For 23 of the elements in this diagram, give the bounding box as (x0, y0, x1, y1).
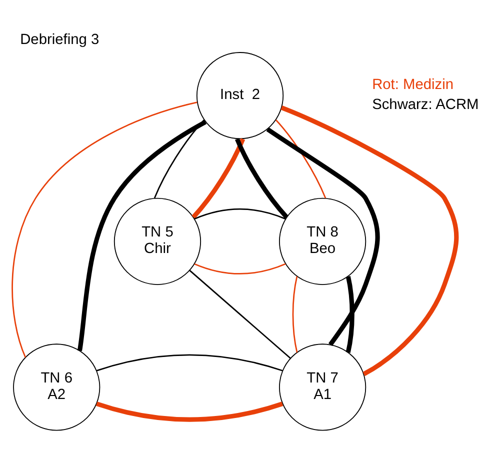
connector (275, 120, 326, 198)
connector (12, 102, 198, 358)
legend-label: Rot: Medizin (372, 77, 454, 94)
connector (292, 276, 298, 353)
connector (266, 127, 380, 346)
node-circle: Inst 2 (196, 52, 284, 140)
connector (96, 354, 283, 372)
node-circle: TN 8 Beo (279, 198, 366, 285)
connector (77, 120, 207, 352)
connector (154, 120, 205, 198)
connector (192, 138, 246, 219)
legend-label: Schwarz: ACRM (372, 97, 479, 114)
node-circle: TN 7 A1 (279, 344, 366, 431)
node-circle: TN 5 Chir (114, 198, 202, 285)
connector (235, 138, 288, 219)
node-circle: TN 6 A2 (13, 344, 100, 431)
connector (346, 276, 354, 353)
connector (194, 263, 286, 274)
connector (280, 105, 459, 376)
connector (194, 208, 286, 220)
connector (96, 402, 284, 422)
connector (189, 270, 291, 359)
diagram-title: Debriefing 3 (20, 32, 100, 48)
